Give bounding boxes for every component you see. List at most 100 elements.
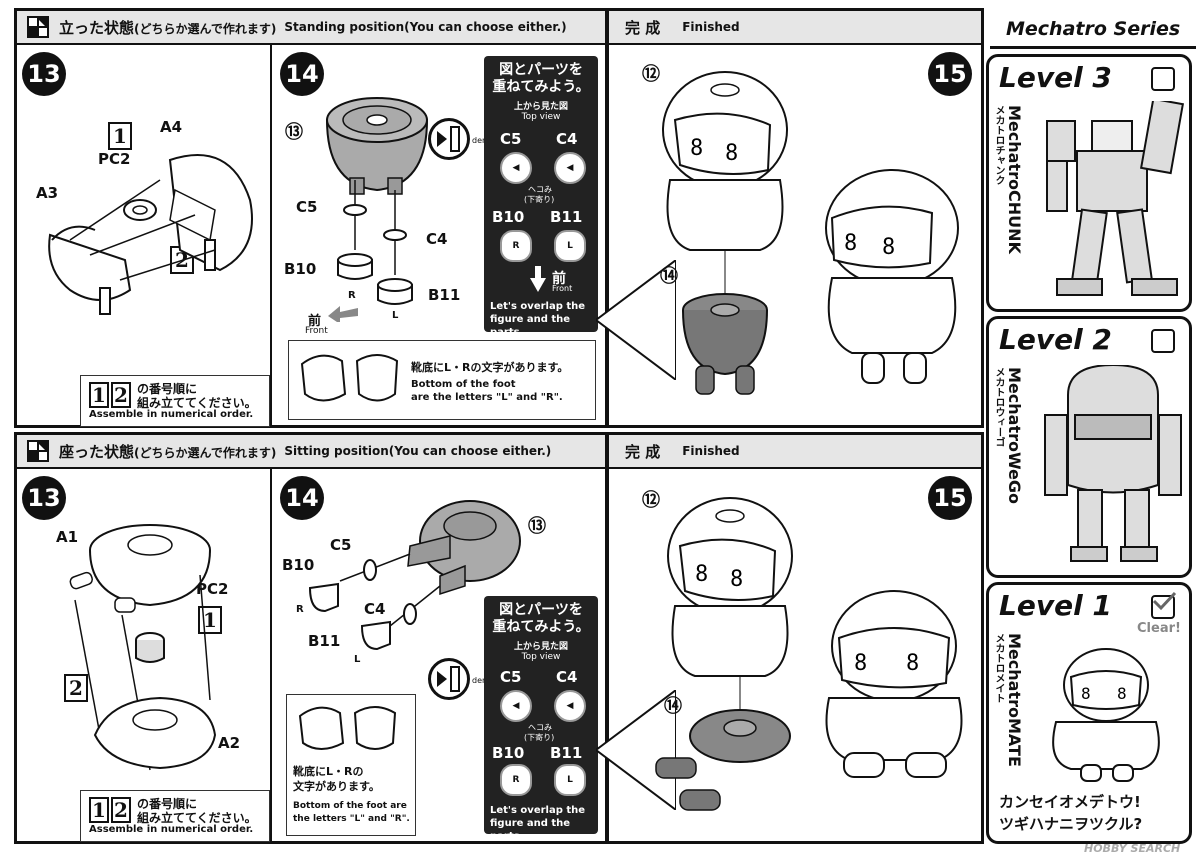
level-2-checkbox[interactable] (1151, 329, 1175, 353)
bottom-section-header: 座った状態(どちらか選んで作れます) Sitting position(You … (17, 435, 605, 469)
guide-b11: B11 (550, 208, 583, 226)
watermark-text: HOBBY SEARCH (1084, 842, 1181, 855)
guide-c4: C4 (556, 668, 578, 686)
dent-ja-a: ヘコみ (528, 723, 552, 732)
note-box-1: 1 (89, 382, 109, 408)
r-label: R (348, 290, 356, 301)
foot-note: 靴底にL・Rの 文字があります。 Bottom of the foot are … (286, 694, 416, 836)
foot-note-en-a: Bottom of the foot (411, 379, 516, 390)
part-label-a1: A1 (56, 528, 79, 546)
speech-pointer (596, 260, 676, 380)
part-label-pc2: PC2 (196, 580, 229, 598)
svg-text:8: 8 (1081, 684, 1091, 703)
l-label: L (392, 310, 399, 321)
part-label-a2: A2 (218, 734, 241, 752)
sitting-figure-exploded: 8 8 (655, 497, 793, 811)
step-13-number: 13 (22, 52, 66, 96)
guide-front-en: Front (552, 284, 573, 293)
guide-c5: C5 (500, 130, 522, 148)
overlap-title-line1: 図とパーツを (499, 602, 583, 618)
ref-12: ⑫ (642, 64, 660, 85)
guide-front-ja: 前 (552, 271, 566, 287)
guide-c5: C5 (500, 668, 522, 686)
part-label-b11: B11 (428, 286, 461, 304)
checker-diamond-icon (27, 440, 49, 462)
step-divider (270, 45, 272, 425)
guide-b10-circle: R (500, 764, 532, 796)
note-box-2: 2 (111, 382, 131, 408)
ref-13: ⑬ (285, 122, 303, 143)
overlap-guide-top: 図とパーツを重ねてみよう。 上から見た図 Top view C5 C4 ◀ ◀ … (484, 56, 598, 338)
part-label-c4: C4 (426, 230, 448, 248)
overlap-title-line1: 図とパーツを (499, 62, 583, 78)
foot-note: 靴底にL・Rの文字があります。 Bottom of the foot are t… (288, 340, 596, 420)
finished-en: Finished (682, 444, 740, 458)
note-box-2: 2 (111, 797, 131, 823)
top-view-en: Top view (521, 112, 561, 122)
section-title-ja: 立った状態(どちらか選んで作れます) (59, 18, 277, 37)
foot-note-ja-b: 文字があります。 (293, 780, 380, 793)
svg-text:8: 8 (690, 136, 703, 161)
leg-parts-illustration (337, 180, 413, 305)
order-box-1: 1 (108, 122, 132, 150)
step-15-number: 15 (928, 52, 972, 96)
sidebar-divider (990, 46, 1196, 49)
mechatro-mate-figure: 8 8 (1052, 648, 1160, 782)
part-label-c5: C5 (330, 536, 352, 554)
checker-diamond-icon (27, 16, 49, 38)
part-label-c5: C5 (296, 198, 318, 216)
note-ja-line1: の番号順に (137, 382, 198, 396)
level-3-checkbox[interactable] (1151, 67, 1175, 91)
front-ja: 前 (308, 314, 322, 329)
checkmark-icon (1152, 591, 1177, 611)
order-note: 1 2 の番号順に 組み立ててください。 Assemble in numeric… (80, 375, 270, 427)
slogan-line1: カンセイオメデトウ! (999, 793, 1141, 811)
r-label: R (296, 604, 304, 615)
level-3-label: Level 3 (999, 61, 1112, 94)
watermark: HOBBY SEARCH (1084, 842, 1180, 855)
guide-b10: B10 (492, 744, 525, 762)
level-1-label: Level 1 (999, 589, 1112, 622)
foot-soles-illustration (298, 706, 397, 750)
foot-note-en-b: are the letters "L" and "R". (411, 392, 563, 403)
level-1-checkbox[interactable] (1151, 591, 1177, 619)
note-ja-line2: 組み立ててください。 (137, 811, 257, 825)
slogan-line2: ツギハナニヲツクル? (999, 815, 1143, 833)
finished-ja: 完 成 (625, 442, 661, 461)
guide-b11: B11 (550, 744, 583, 762)
level-2-name-ja: メカトロウィーゴ (993, 367, 1004, 447)
part-label-a3: A3 (36, 184, 59, 202)
note-en: Assemble in numerical order. (89, 824, 254, 835)
part-label-c4: C4 (364, 600, 386, 618)
top-view-ja: 上から見た図 (513, 102, 568, 112)
note-ja-line1: の番号順に (137, 797, 198, 811)
head-sitting-assembly-illustration (69, 524, 217, 771)
top-view-ja: 上から見た図 (513, 642, 568, 652)
clear-label: Clear! (1137, 621, 1181, 636)
ref-12: ⑫ (642, 490, 660, 511)
top-view-en: Top view (521, 652, 561, 662)
ref-14: ⑭ (660, 266, 678, 287)
level-3-name-en: MechatroCHUNK (1005, 105, 1024, 254)
level-1-name-ja: メカトロメイト (993, 633, 1004, 703)
dent-magnifier (428, 118, 470, 160)
guide-c4-circle: ◀ (554, 152, 586, 184)
dent-ja-a: ヘコみ (528, 185, 552, 194)
order-box-1: 1 (198, 606, 222, 634)
part-label-b10: B10 (282, 556, 315, 574)
part-label-b11: B11 (308, 632, 341, 650)
guide-b10-circle: R (500, 230, 532, 262)
level-2-name-en: MechatroWeGo (1005, 367, 1024, 505)
note-box-1: 1 (89, 797, 109, 823)
down-arrow-icon (530, 266, 546, 292)
foot-note-en-a: Bottom of the foot are (293, 801, 407, 811)
dent-label: dent (472, 136, 491, 145)
part-label-a4: A4 (160, 118, 183, 136)
section-title-ja: 座った状態(どちらか選んで作れます) (59, 442, 277, 461)
l-label: L (354, 654, 361, 665)
overlap-title-line2: 重ねてみよう。 (492, 79, 590, 95)
overlap-title-line2: 重ねてみよう。 (492, 619, 590, 635)
svg-text:8: 8 (725, 141, 738, 166)
